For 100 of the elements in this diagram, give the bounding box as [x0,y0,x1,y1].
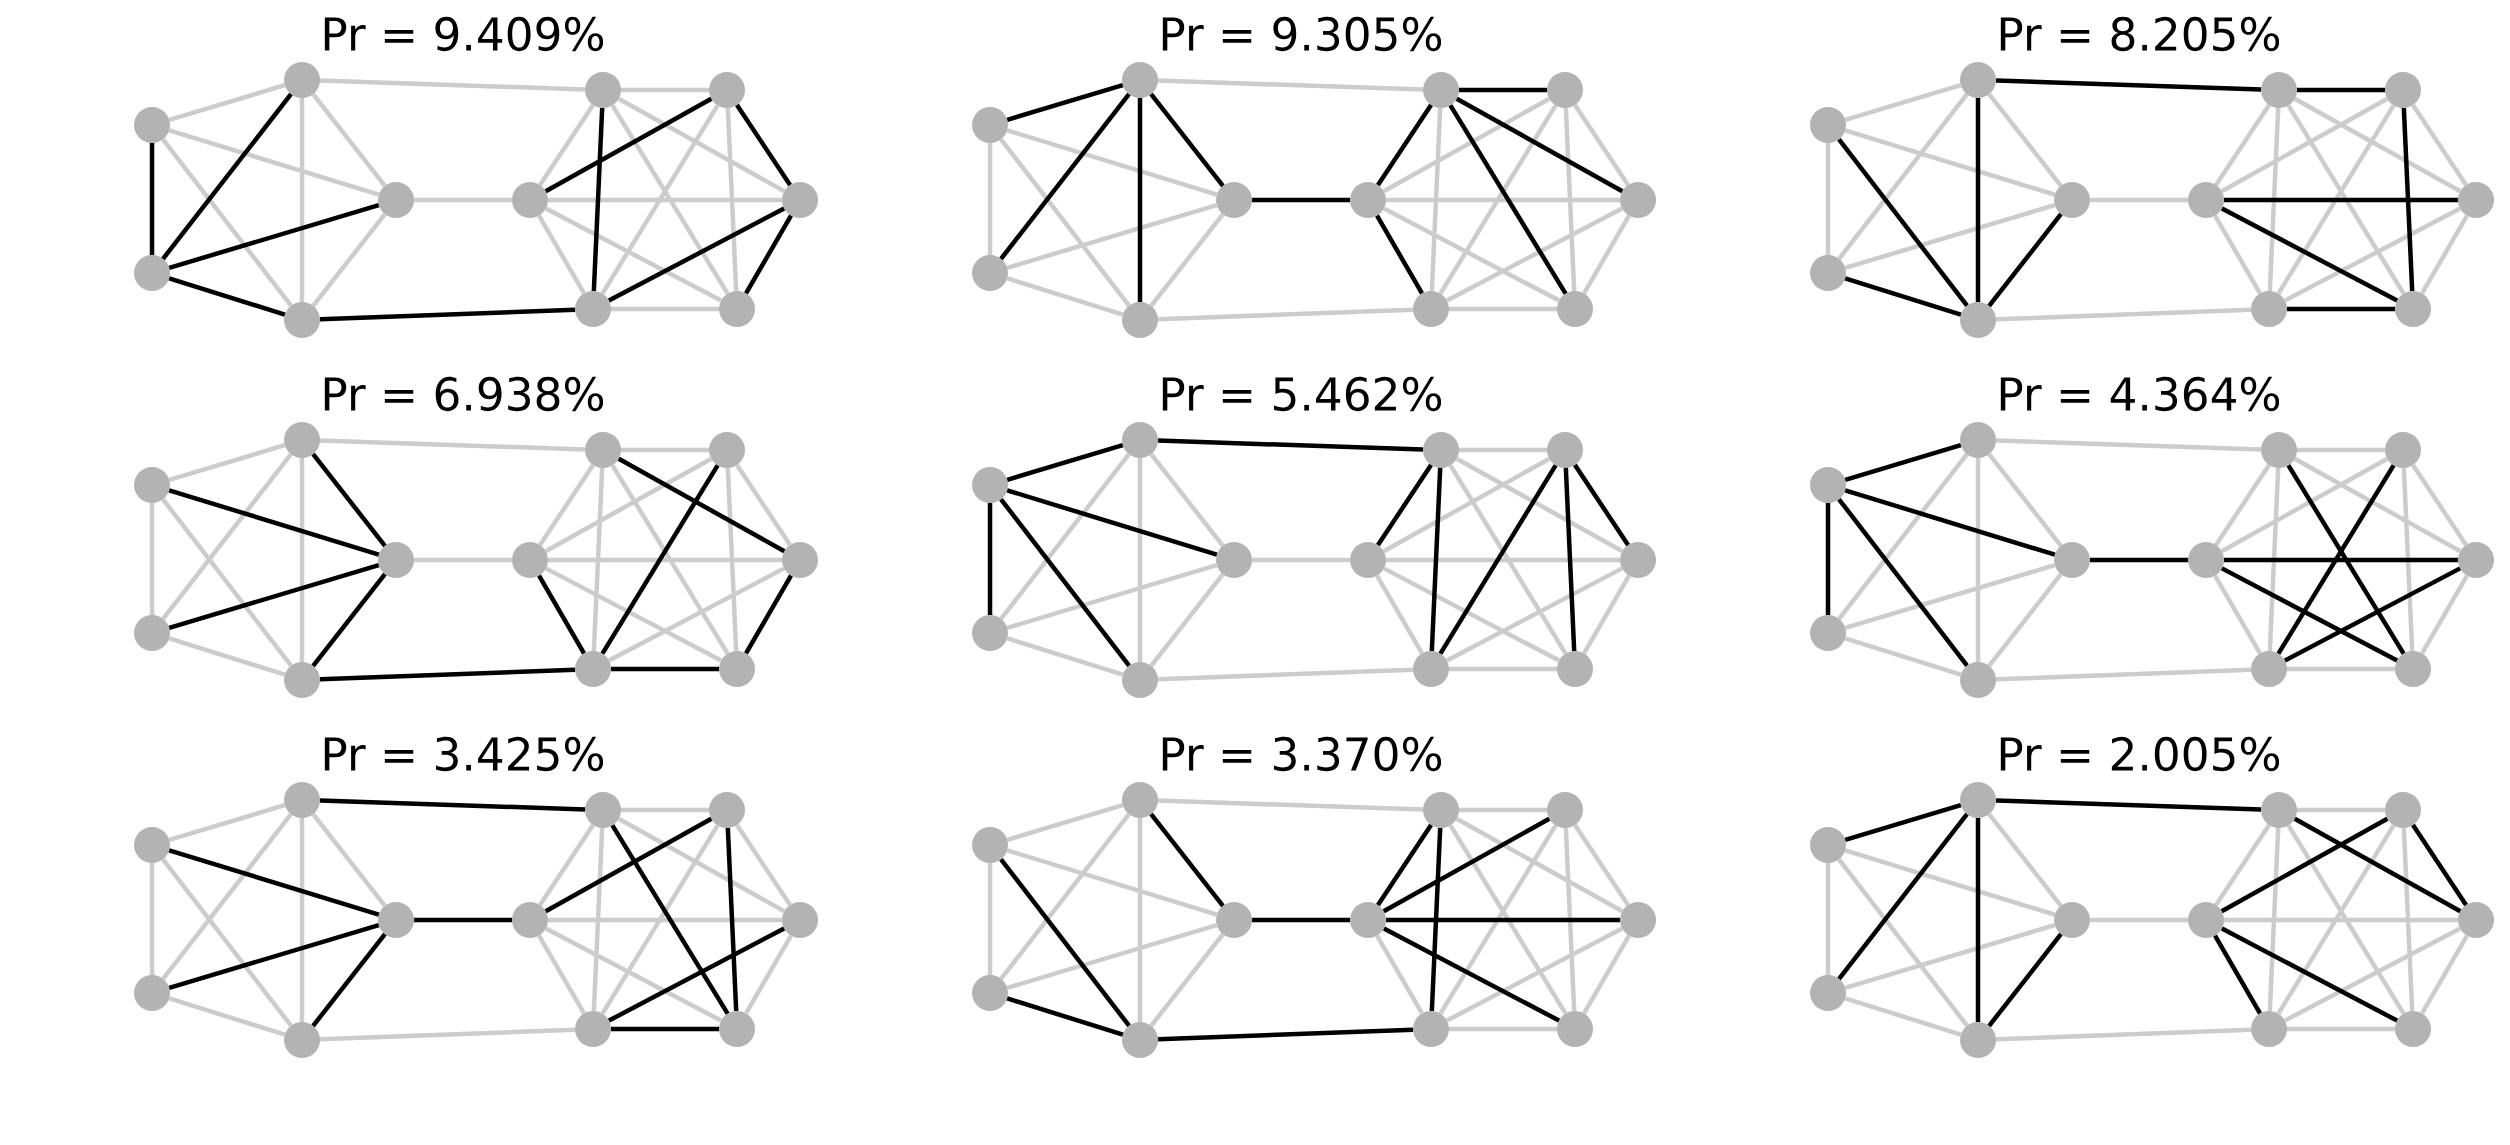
graph-edge [537,934,586,1015]
graph-edge [548,557,782,563]
graph-edge [161,497,293,668]
graph-edge [2297,87,2385,93]
graph-edge [1375,214,1424,295]
graph-edge [168,443,286,482]
graph-edge [1157,307,1414,322]
graph-node [709,792,745,828]
graph-node [134,255,170,291]
graph-edge [1252,197,1350,203]
graph-node [2458,182,2494,218]
graph-node [575,651,611,687]
graph-node [284,62,320,98]
graph-edge [1844,636,1962,677]
graph-edge [1459,807,1547,813]
graph-edge [1844,443,1962,482]
graph-edge [1149,572,1225,668]
graph-edge [168,276,286,317]
graph-edge [299,818,305,1022]
graph-edge [1449,1026,1557,1032]
graph-node [585,72,621,108]
graph-edge [2214,823,2271,907]
graph-edge [1429,467,1443,652]
graph-edge [1995,667,2252,682]
graph-edge [2283,206,2462,303]
graph-edge [2297,807,2385,813]
graph-node [284,422,320,458]
graph-edge [1137,98,1143,302]
graph-edge [1844,923,2056,990]
graph-edge [311,812,387,908]
graph-edge [149,863,155,975]
graph-node [972,975,1008,1011]
graph-node [2054,902,2090,938]
graph-edge [168,636,286,677]
graph-edge [1837,857,1969,1028]
graph-edge [544,206,723,303]
graph-edge [2267,107,2281,292]
graph-node [1810,615,1846,651]
graph-edge [544,816,713,914]
graph-node [512,902,548,938]
graph-node [378,182,414,218]
graph-node [1350,182,1386,218]
graph-node [512,182,548,218]
graph-edge [1438,464,1558,655]
graph-node [2395,1011,2431,1047]
graph-edge [1975,818,1981,1022]
graph-edge [1448,464,1568,655]
graph-edge [168,848,380,917]
graph-edge [2286,104,2406,295]
graph-edge [999,92,1131,261]
graph-edge [2283,926,2462,1023]
panel-title: Pr = 9.305% [1162,16,1442,52]
graph-edge [311,212,387,308]
graph-edge [1006,488,1218,557]
graph-edge [999,497,1131,668]
graph-edge [538,823,595,907]
graph-edge [168,563,380,630]
graph-edge [2420,574,2469,655]
graph-edge [1837,497,1969,668]
graph-node [2395,651,2431,687]
graph-node [1423,792,1459,828]
graph-edge [1987,452,2063,548]
graph-node [1413,651,1449,687]
graph-edge [319,78,586,92]
graph-node [284,782,320,818]
graph-edge [987,503,993,615]
graph-edge [987,143,993,255]
graph-edge [617,96,786,194]
graph-edge [1837,812,1969,981]
graph-edge [414,917,512,923]
graph-edge [1006,636,1124,677]
graph-edge [1837,137,1969,308]
graph-node [2251,651,2287,687]
graph-edge [600,464,720,655]
graph-node [719,1011,755,1047]
graph-edge [1149,932,1225,1028]
graph-node [512,542,548,578]
graph-edge [621,447,709,453]
graph-node [972,255,1008,291]
graph-edge [548,197,782,203]
graph-node [1810,255,1846,291]
graph-edge [168,83,286,122]
graph-node [134,615,170,651]
graph-edge [544,456,713,554]
graph-edge [414,557,512,563]
graph-edge [1582,574,1631,655]
graph-edge [1844,276,1962,317]
graph-edge [2401,467,2415,652]
graph-edge [2090,917,2188,923]
graph-edge [1449,306,1557,312]
graph-edge [1386,557,1620,563]
graph-edge [735,463,792,547]
graph-edge [2276,104,2396,295]
graph-edge [621,87,709,93]
graph-edge [744,214,793,295]
graph-edge [1006,996,1124,1037]
graph-node [1122,422,1158,458]
graph-edge [1382,926,1561,1023]
graph-edge [2411,463,2468,547]
graph-node [1413,291,1449,327]
